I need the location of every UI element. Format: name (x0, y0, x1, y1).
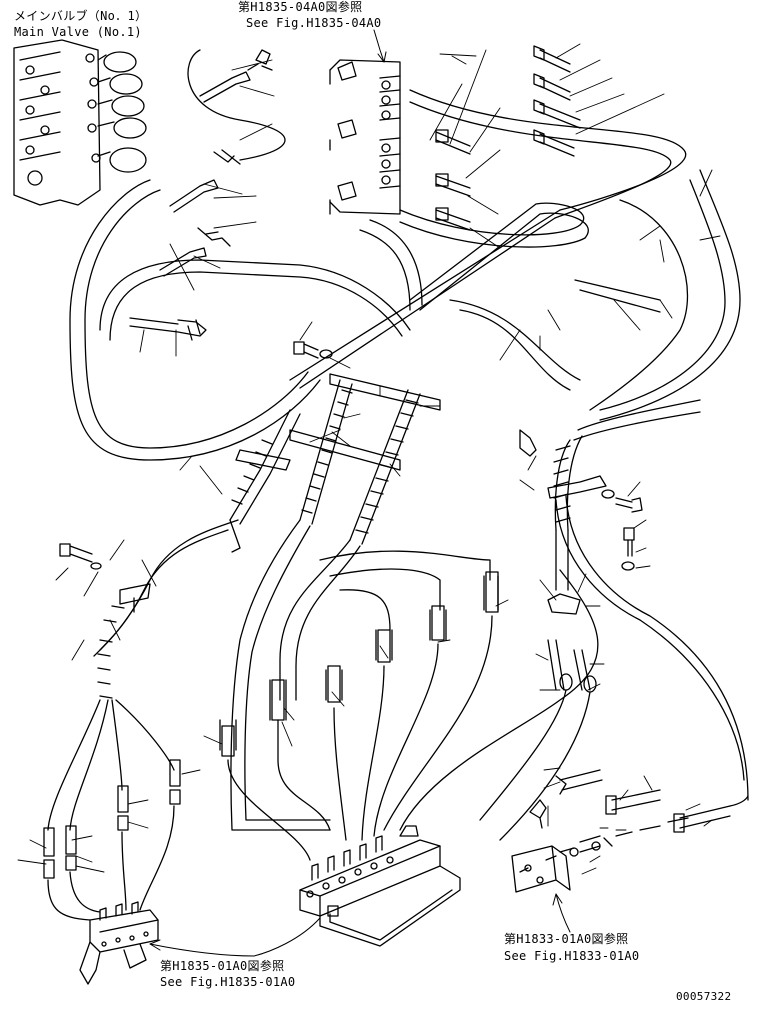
bolt-washer-left (59, 341, 333, 570)
reference-mid-en: See Fig.H1833-01A0 (504, 949, 640, 963)
left-manifold-block (79, 901, 159, 985)
spiral-guards (93, 373, 441, 699)
reference-arrows (149, 29, 571, 957)
leader-lines (17, 43, 721, 875)
main-valve-label-jp: メインバルブ（No．1） (14, 9, 148, 23)
reference-top-en: See Fig.H1835-04A0 (246, 16, 382, 30)
top-bracket-assembly (329, 59, 471, 231)
left-block-hoses (43, 699, 181, 921)
center-hoses (219, 495, 749, 861)
valve-fittings (129, 49, 273, 341)
reference-mid-jp: 第H1833-01A0図参照 (504, 932, 629, 946)
main-valve-body (13, 39, 147, 206)
drawing-number: 00057322 (676, 990, 732, 1003)
reference-bottom-jp: 第H1835-01A0図参照 (160, 959, 285, 973)
right-manifold-block (299, 825, 461, 947)
right-spiral-guard (519, 399, 701, 615)
reference-bottom-en: See Fig.H1835-01A0 (160, 975, 296, 989)
right-fittings (479, 639, 749, 893)
hose-bundles (69, 49, 741, 461)
main-valve-label-en: Main Valve (No.1) (14, 25, 142, 39)
reference-top-jp: 第H1835-04A0図参照 (238, 0, 363, 14)
top-right-hose-ends (533, 45, 581, 157)
